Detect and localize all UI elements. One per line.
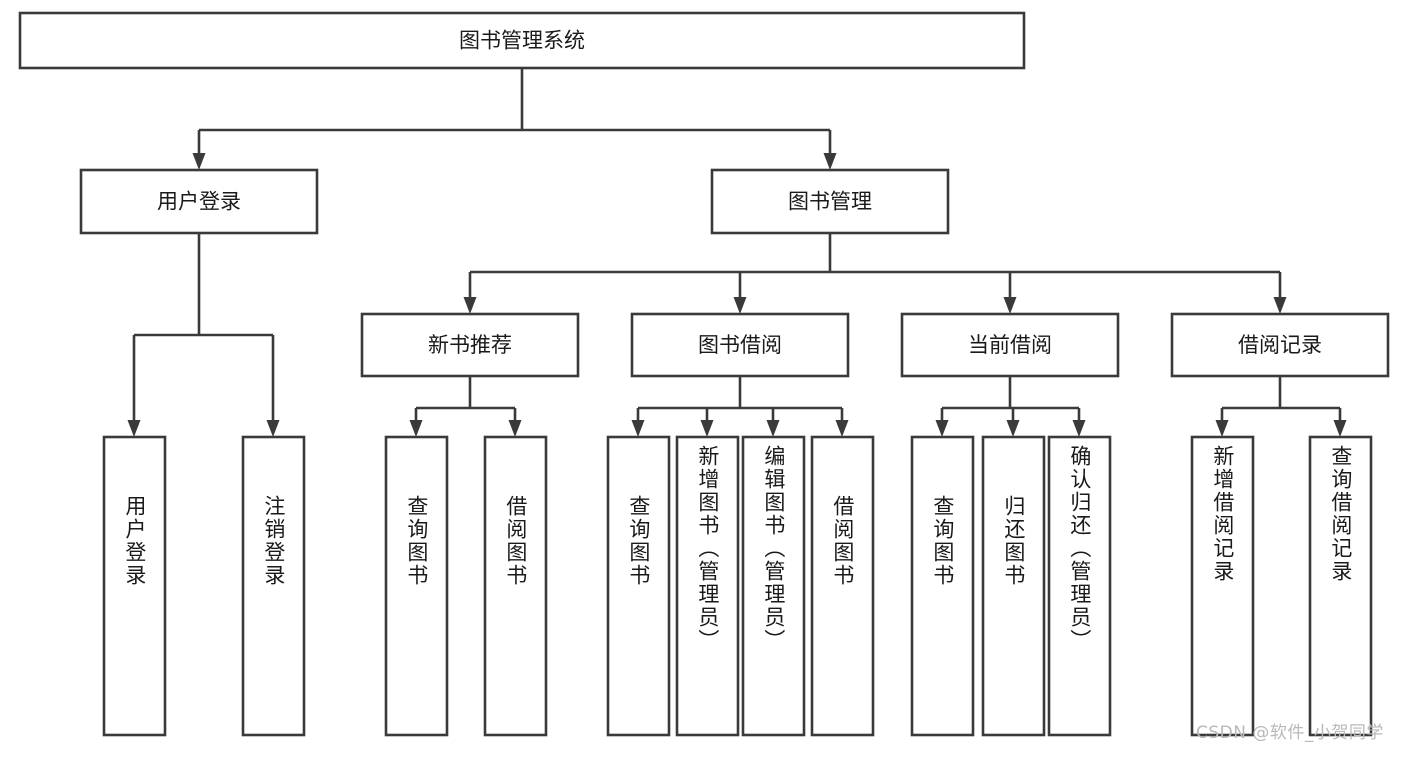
group-0-drop-1-arrowhead <box>508 420 522 437</box>
login-drop-1-arrowhead <box>266 420 280 437</box>
books-drop-0-arrowhead <box>463 297 477 314</box>
leaf-node-box-6[interactable] <box>741 435 806 737</box>
books-drop-1-arrowhead <box>733 297 747 314</box>
root-drop-1-arrowhead <box>823 153 837 170</box>
root-drop-0-arrowhead <box>192 153 206 170</box>
leaf-node-box-5[interactable] <box>675 435 740 737</box>
leaf-node-box-10[interactable] <box>1047 435 1112 737</box>
level2-node-label-1: 图书管理 <box>788 190 872 214</box>
watermark-text: CSDN @软件_小贺同学 <box>1196 723 1384 743</box>
root-node-label: 图书管理系统 <box>459 29 585 53</box>
level3-node-box-1[interactable] <box>630 312 850 378</box>
leaf-node-box-12[interactable] <box>1308 435 1373 737</box>
level2-node-box-1[interactable] <box>710 168 950 235</box>
group-1-drop-2-arrowhead <box>766 420 780 437</box>
group-1-drop-1-arrowhead <box>700 420 714 437</box>
group-3-drop-1-arrowhead <box>1333 420 1347 437</box>
group-2-drop-2-arrowhead <box>1072 420 1086 437</box>
login-drop-0-arrowhead <box>127 420 141 437</box>
books-drop-2-arrowhead <box>1003 297 1017 314</box>
root-node-box[interactable] <box>18 11 1026 70</box>
leaf-node-box-7[interactable] <box>810 435 875 737</box>
leaf-node-box-4[interactable] <box>606 435 671 737</box>
level3-node-box-2[interactable] <box>900 312 1120 378</box>
level3-node-label-2: 当前借阅 <box>968 333 1052 357</box>
leaf-node-box-3[interactable] <box>483 435 548 737</box>
leaf-node-box-0[interactable] <box>102 435 167 737</box>
group-0-drop-0-arrowhead <box>409 420 423 437</box>
leaf-node-box-2[interactable] <box>384 435 449 737</box>
level3-node-box-0[interactable] <box>360 312 580 378</box>
leaf-node-box-8[interactable] <box>910 435 975 737</box>
group-2-drop-0-arrowhead <box>935 420 949 437</box>
level3-node-label-3: 借阅记录 <box>1238 333 1322 357</box>
group-3-drop-0-arrowhead <box>1215 420 1229 437</box>
books-drop-3-arrowhead <box>1273 297 1287 314</box>
level2-node-label-0: 用户登录 <box>157 190 241 214</box>
level2-node-box-0[interactable] <box>79 168 319 235</box>
leaf-node-box-1[interactable] <box>241 435 306 737</box>
group-1-drop-0-arrowhead <box>631 420 645 437</box>
leaf-node-box-9[interactable] <box>981 435 1046 737</box>
level3-node-box-3[interactable] <box>1170 312 1390 378</box>
node-boxes <box>18 11 1390 737</box>
level3-node-label-0: 新书推荐 <box>428 333 512 357</box>
diagram-canvas: 图书管理系统用户登录图书管理新书推荐图书借阅当前借阅借阅记录 用户登录注销登录查… <box>18 11 1390 743</box>
leaf-node-box-11[interactable] <box>1190 435 1255 737</box>
level3-node-label-1: 图书借阅 <box>698 333 782 357</box>
connector-lines <box>127 68 1347 437</box>
group-2-drop-1-arrowhead <box>1006 420 1020 437</box>
group-1-drop-3-arrowhead <box>835 420 849 437</box>
